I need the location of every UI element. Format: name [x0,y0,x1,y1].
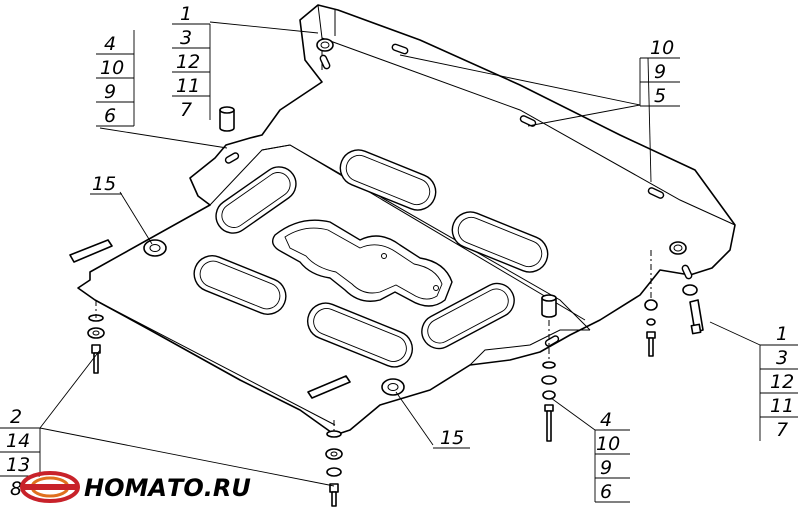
fastener-stack-left [87,314,105,374]
callout-number: 4 [104,33,116,55]
callout-number: 11 [770,395,794,417]
callout-stack-top-left: 1 3 12 11 7 [172,3,211,121]
logo-emblem-icon [20,471,80,503]
slot-5 [306,302,414,368]
slot-1 [339,149,437,211]
fastener-stack-bottom [325,430,343,507]
slot-6 [421,282,515,350]
bushing-bottom-center [541,294,557,318]
callout-number: 15 [440,427,464,449]
callout-number: 12 [770,371,794,393]
bushing-top-left [219,106,235,132]
bushing-rear-right [669,241,687,255]
callout-number: 4 [600,409,612,431]
callout-number: 11 [176,75,200,97]
mounting-points [143,43,693,396]
callout-number: 12 [176,51,200,73]
bracket-left [69,239,113,263]
fasteners [87,250,704,507]
callout-stack-bottom-left: 2 14 13 8 [0,406,41,500]
callout-number: 10 [650,37,674,59]
callout-number: 9 [654,61,666,83]
center-channel [272,219,453,307]
small-hole [433,285,439,291]
callout-stack-left: 4 10 9 6 [96,30,135,127]
callout-number: 1 [776,323,788,345]
leader-lines [39,21,761,487]
callout-number: 3 [776,347,788,369]
callout-number: 1 [180,3,192,25]
callout-stack-bottom-center: 4 10 9 6 [594,409,630,503]
plate-slots [193,149,549,368]
callout-number: 9 [104,81,116,103]
callout-number: 7 [180,99,192,121]
callout-number: 2 [10,406,22,428]
loose-brackets [69,239,351,399]
small-hole [381,253,387,259]
slot-4 [193,255,287,315]
spacer-bushings [219,38,698,318]
callout-15-left: 15 [90,173,122,195]
callout-number: 10 [596,433,620,455]
mount-boss-bottom [381,378,405,396]
callout-number: 8 [10,478,22,500]
fastener-stack-center [541,361,557,442]
callout-number: 10 [100,57,124,79]
callout-number: 14 [6,430,30,452]
callout-stack-right: 1 3 12 11 7 [759,323,798,441]
bushing-right [682,284,698,296]
homato-logo: НОМАТО.RU [20,471,251,503]
fastener-stack-rear [644,299,658,357]
callout-number: 7 [776,419,788,441]
callout-number: 5 [654,85,666,107]
skid-plate [77,4,736,436]
bushing-rear-top [316,38,334,52]
mount-boss-left [143,239,167,257]
callout-number: 6 [600,481,612,503]
callout-stack-top-right: 10 9 5 [639,37,680,107]
slot-2 [451,211,549,273]
callout-number: 6 [104,105,116,127]
logo-text: НОМАТО.RU [84,474,251,502]
callout-number: 9 [600,457,612,479]
bracket-bottom [307,375,351,399]
callout-number: 13 [6,454,30,476]
fastener-bolt-right [689,299,704,335]
callout-number: 15 [92,173,116,195]
callout-number: 3 [180,27,192,49]
callout-15-bottom: 15 [433,427,470,449]
